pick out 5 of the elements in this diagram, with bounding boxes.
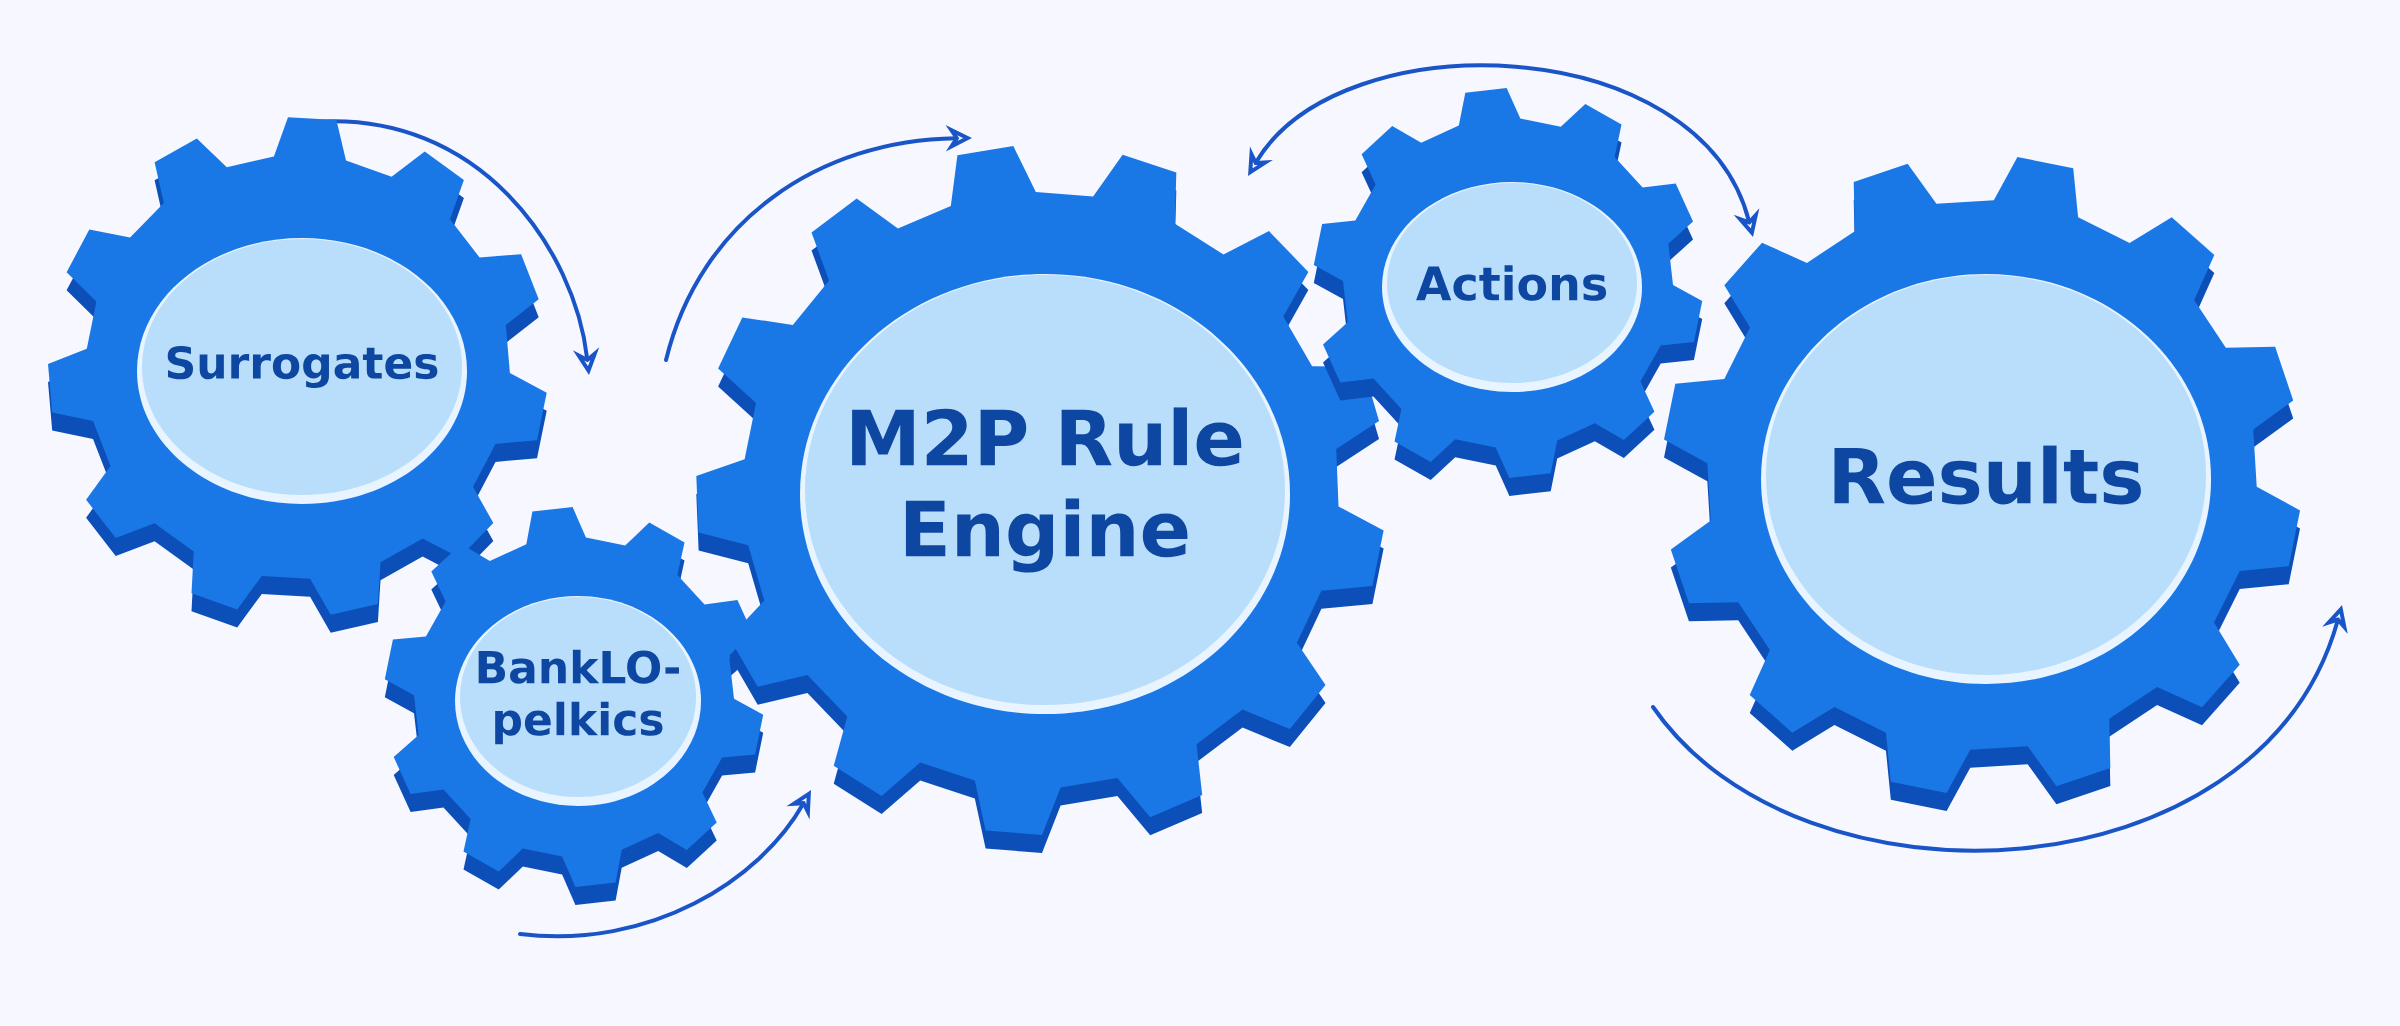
gear: Results (1664, 157, 2301, 811)
gear: Surrogates (48, 117, 547, 633)
gear: M2P Rule Engine (696, 146, 1384, 853)
gear: Actions (1313, 88, 1703, 496)
gear: BankLO-pelkics (384, 507, 764, 905)
